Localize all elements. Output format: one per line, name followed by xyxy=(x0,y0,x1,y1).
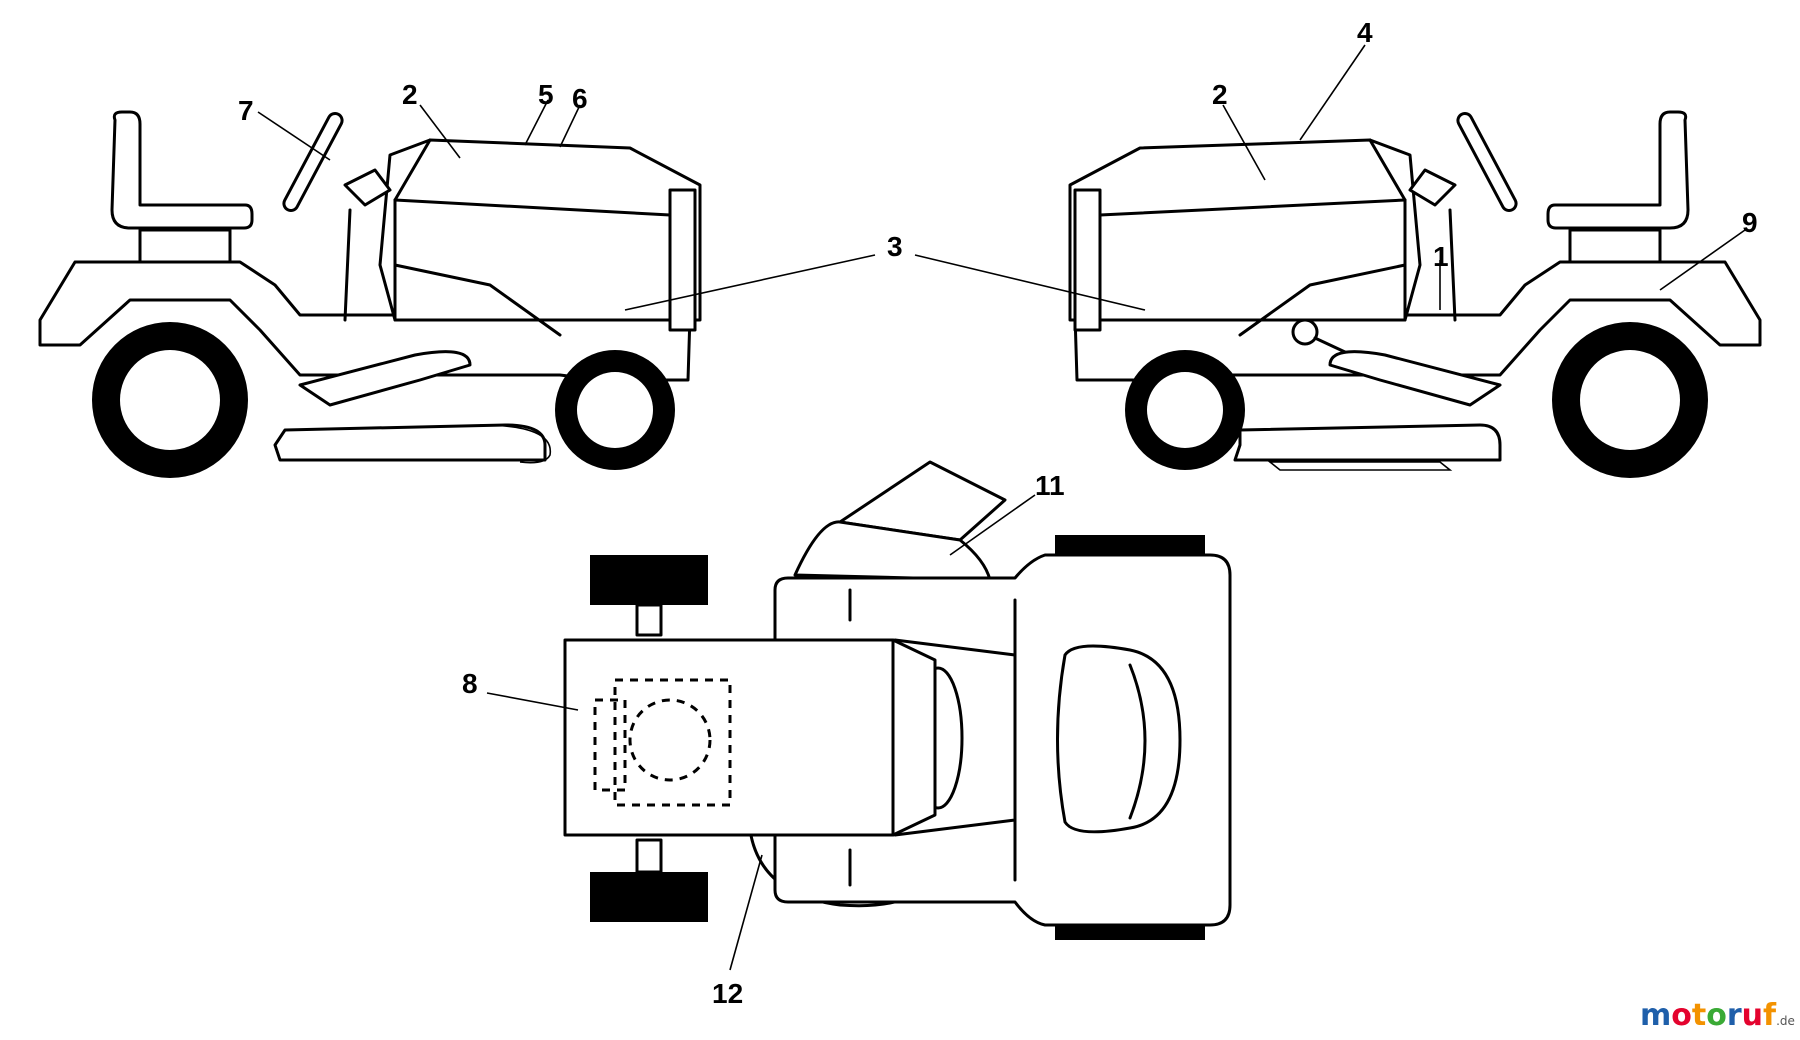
svg-text:motoruf.de: motoruf.de xyxy=(1640,998,1795,1033)
leader-2-left xyxy=(419,104,461,159)
leader-lines xyxy=(257,44,1746,971)
wm-letter-3: o xyxy=(1706,998,1727,1033)
tractor-top-view xyxy=(563,460,1232,940)
leader-8 xyxy=(486,692,579,711)
leader-7 xyxy=(257,111,331,161)
wm-letter-0: m xyxy=(1640,998,1671,1033)
callout-3: 3 xyxy=(887,231,903,262)
wm-letter-5: u xyxy=(1742,998,1763,1033)
callout-6: 6 xyxy=(572,83,588,114)
leader-3-left xyxy=(624,254,876,311)
leader-9 xyxy=(1659,229,1746,291)
leader-11 xyxy=(949,494,1036,556)
motoruf-watermark: motoruf.de xyxy=(1640,998,1795,1033)
callout-1: 1 xyxy=(1433,241,1449,272)
callout-2-right: 2 xyxy=(1212,79,1228,110)
leader-4 xyxy=(1299,44,1366,141)
callout-7: 7 xyxy=(238,95,254,126)
tractor-right-side-view xyxy=(1068,110,1762,478)
tractor-left-side-view xyxy=(38,110,702,478)
leader-6 xyxy=(559,104,581,148)
wm-letter-6: f xyxy=(1763,998,1777,1033)
callout-5: 5 xyxy=(538,79,554,110)
callout-9: 9 xyxy=(1742,207,1758,238)
wm-tld: .de xyxy=(1776,1014,1795,1028)
leader-12 xyxy=(729,854,763,971)
leader-5 xyxy=(524,99,549,146)
wm-letter-4: r xyxy=(1727,998,1742,1033)
callout-labels: 7 2 5 6 3 4 2 1 9 8 11 12 xyxy=(238,17,1758,1009)
leader-2-right xyxy=(1222,104,1266,181)
callout-2-left: 2 xyxy=(402,79,418,110)
callout-11: 11 xyxy=(1035,470,1065,501)
wm-letter-2: t xyxy=(1692,998,1706,1033)
callout-4: 4 xyxy=(1357,17,1373,48)
leader-3-right xyxy=(914,254,1146,311)
callout-8: 8 xyxy=(462,668,478,699)
callout-12: 12 xyxy=(712,978,743,1009)
wm-letter-1: o xyxy=(1671,998,1692,1033)
